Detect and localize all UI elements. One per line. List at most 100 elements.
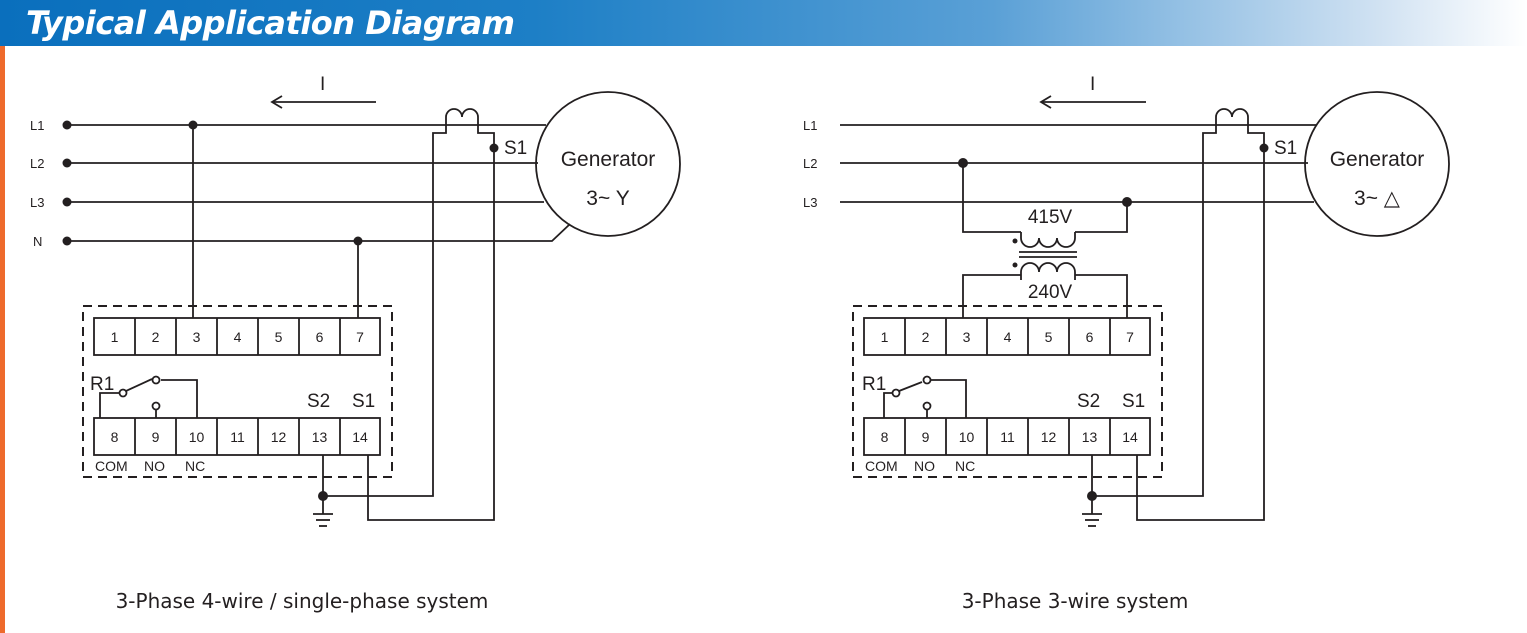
terminal-label: 3	[963, 329, 971, 345]
terminal-label: 3	[193, 329, 201, 345]
junction-dot	[353, 236, 363, 246]
polarity-dot	[1012, 262, 1018, 268]
contact-label: NC	[955, 458, 975, 474]
relay-com-wire	[99, 392, 120, 418]
side-accent-bar	[0, 0, 5, 633]
terminal-label: 11	[230, 429, 245, 445]
current-label: I	[1090, 74, 1095, 95]
ct-wire-s2	[1092, 125, 1217, 497]
terminal-label: 14	[352, 429, 368, 445]
ct-wire-s1	[1136, 125, 1265, 521]
relay-nc-wire	[931, 379, 967, 418]
line-label: N	[33, 234, 42, 249]
relay-com-wire	[883, 392, 893, 418]
relay-switch-arm	[125, 378, 153, 392]
header-banner: Typical Application Diagram	[0, 0, 1527, 46]
terminal-block-top	[863, 317, 1151, 356]
line-label: L3	[30, 195, 44, 210]
terminal-dot-l3	[62, 197, 72, 207]
ct-s1-label: S1	[1274, 138, 1297, 159]
tx-secondary-coil	[1020, 262, 1076, 280]
terminal-label: 12	[1041, 429, 1057, 445]
diagram-3wire	[840, 91, 1450, 527]
contact-label: NC	[185, 458, 205, 474]
terminal-label: 10	[959, 429, 975, 445]
contact-label: NO	[144, 458, 165, 474]
page-title: Typical Application Diagram	[26, 4, 515, 42]
terminal-label: 1	[881, 329, 889, 345]
terminal-label: 12	[271, 429, 287, 445]
relay-label: R1	[862, 374, 886, 395]
current-label: I	[320, 74, 325, 95]
terminal-label: 4	[1004, 329, 1012, 345]
polarity-dot	[1012, 238, 1018, 244]
s1-label: S1	[352, 391, 375, 412]
terminal-label: 11	[1000, 429, 1015, 445]
terminal-label: 13	[312, 429, 328, 445]
relay-nc-wire	[161, 379, 198, 418]
terminal-label: 5	[1045, 329, 1053, 345]
ct-s1-dot	[489, 143, 499, 153]
line-label: L1	[30, 118, 44, 133]
generator-circle	[535, 91, 681, 237]
terminal-label: 7	[356, 329, 364, 345]
ct-coil	[1215, 108, 1249, 125]
line-label: L3	[803, 195, 817, 210]
terminal-block-bottom	[93, 417, 381, 456]
terminal-dot-l1	[62, 120, 72, 130]
diagram-caption: 3-Phase 3-wire system	[962, 589, 1189, 613]
contact-label: COM	[95, 458, 128, 474]
terminal-block-bottom	[863, 417, 1151, 456]
diagram-4wire-labels: L1 L2 L3 N I S1 Generator 3~ Y 1 2 3 4 5…	[30, 74, 655, 613]
tx-secondary-right	[1075, 274, 1128, 318]
terminal-label: 2	[152, 329, 160, 345]
ct-s1-dot	[1259, 143, 1269, 153]
tx-primary-left	[962, 163, 1021, 233]
contact-label: NO	[914, 458, 935, 474]
terminal-label: 7	[1126, 329, 1134, 345]
generator-label: Generator	[561, 148, 656, 171]
line-label: L2	[803, 156, 817, 171]
diagram-4wire	[67, 91, 681, 527]
terminal-block-top	[93, 317, 381, 356]
relay-switch-arm	[898, 381, 923, 392]
ground-junction-dot	[318, 491, 328, 501]
line-label: L1	[803, 118, 817, 133]
diagram-3wire-labels: L1 L2 L3 I S1 Generator 3~ △ 415V 240V 1…	[803, 74, 1424, 613]
s1-label: S1	[1122, 391, 1145, 412]
current-arrow-head	[1039, 95, 1052, 109]
terminal-label: 14	[1122, 429, 1138, 445]
relay-label: R1	[90, 374, 114, 395]
ct-coil	[445, 108, 479, 125]
diagram-caption: 3-Phase 4-wire / single-phase system	[116, 589, 489, 613]
junction-dot	[1122, 197, 1132, 207]
ct-s1-label: S1	[504, 138, 527, 159]
terminal-label: 8	[881, 429, 889, 445]
generator-symbol: 3~ △	[1354, 187, 1401, 210]
terminal-dot-l2	[62, 158, 72, 168]
meter-enclosure	[852, 305, 1163, 478]
ground-junction-dot	[1087, 491, 1097, 501]
junction-dot	[188, 120, 198, 130]
s2-label: S2	[1077, 391, 1100, 412]
terminal-label: 5	[275, 329, 283, 345]
terminal-label: 1	[111, 329, 119, 345]
terminal-label: 6	[316, 329, 324, 345]
tx-primary-coil	[1020, 232, 1076, 248]
terminal-label: 4	[234, 329, 242, 345]
terminal-dot-n	[62, 236, 72, 246]
generator-label: Generator	[1330, 148, 1425, 171]
s2-label: S2	[307, 391, 330, 412]
terminal-label: 10	[189, 429, 205, 445]
meter-enclosure	[82, 305, 393, 478]
terminal-label: 8	[111, 429, 119, 445]
contact-label: COM	[865, 458, 898, 474]
transformer-primary-label: 415V	[1028, 207, 1073, 228]
current-arrow-head	[270, 95, 283, 109]
line-label: L2	[30, 156, 44, 171]
ct-wire-s1	[367, 125, 495, 521]
terminal-label: 9	[152, 429, 160, 445]
tx-secondary-left	[962, 274, 1021, 318]
junction-dot	[958, 158, 968, 168]
terminal-label: 9	[922, 429, 930, 445]
